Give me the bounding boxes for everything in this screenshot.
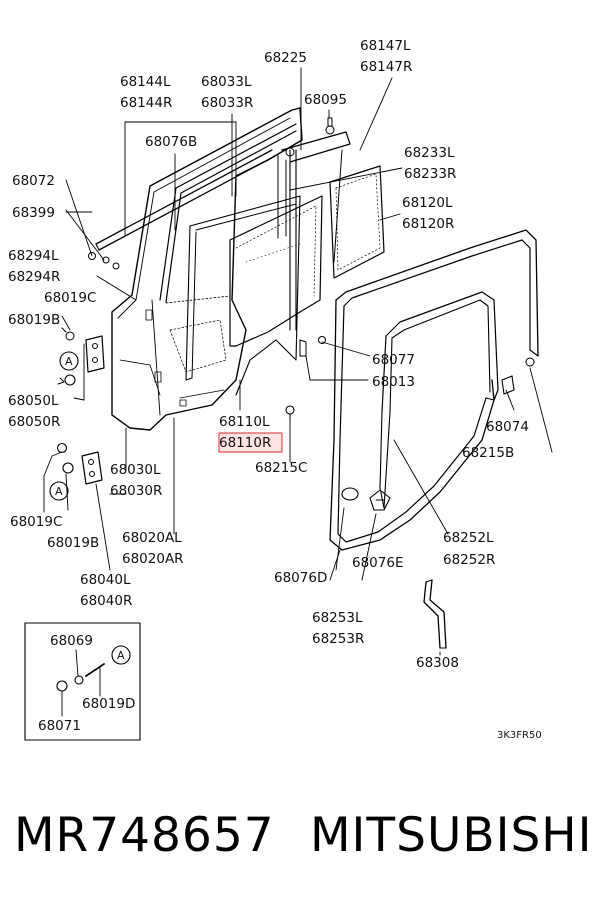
- label-68019b-top: 68019B: [8, 312, 60, 328]
- label-68294r: 68294R: [8, 269, 60, 285]
- label-68233l: 68233L: [404, 145, 455, 161]
- label-68072: 68072: [12, 173, 55, 189]
- run-channel: [277, 117, 351, 263]
- part-labels: 68225 68147L 68147R 68144L 68144R 68033L…: [8, 38, 542, 741]
- label-68110l: 68110L: [219, 414, 270, 430]
- label-68252l: 68252L: [443, 530, 494, 546]
- label-68253l: 68253L: [312, 610, 363, 626]
- label-68144r: 68144R: [120, 95, 172, 111]
- label-68399: 68399: [12, 205, 55, 221]
- upper-hinge: [57, 327, 105, 386]
- label-68050l: 68050L: [8, 393, 59, 409]
- circle-a-label-1: A: [65, 355, 73, 368]
- label-68233r: 68233R: [404, 166, 456, 182]
- label-68040l: 68040L: [80, 572, 131, 588]
- reference-circles: [49, 351, 131, 665]
- diagram-code: 3K3FR50: [497, 730, 542, 741]
- label-68215c: 68215C: [255, 460, 307, 476]
- label-68033r: 68033R: [201, 95, 253, 111]
- door-weatherstrip: [379, 291, 499, 509]
- label-68019c-bottom: 68019C: [10, 514, 62, 530]
- belt-moulding: [95, 149, 276, 251]
- label-68019c-top: 68019C: [44, 290, 96, 306]
- label-68308: 68308: [416, 655, 459, 671]
- lower-hinge: [56, 442, 103, 485]
- label-68215b: 68215B: [462, 445, 514, 461]
- label-68040r: 68040R: [80, 593, 132, 609]
- parts-diagram: 68225 68147L 68147R 68144L 68144R 68033L…: [8, 38, 553, 741]
- label-68076e: 68076E: [352, 555, 403, 571]
- label-68033l: 68033L: [201, 74, 252, 90]
- opening-weatherstrip: [329, 229, 539, 551]
- label-68050r: 68050R: [8, 414, 60, 430]
- circle-a-label-3: A: [117, 649, 125, 662]
- label-68147l: 68147L: [360, 38, 411, 54]
- label-68144l: 68144L: [120, 74, 171, 90]
- quarter-glass: [329, 165, 385, 279]
- brand-name: MITSUBISHI: [310, 808, 593, 863]
- label-68020ar: 68020AR: [122, 551, 184, 567]
- circle-a-label-2: A: [55, 485, 63, 498]
- label-68120l: 68120L: [402, 195, 453, 211]
- door-panel: [111, 107, 303, 431]
- window-frame: [159, 123, 301, 396]
- label-68020al: 68020AL: [122, 530, 182, 546]
- label-68071: 68071: [38, 718, 81, 734]
- label-68095: 68095: [304, 92, 347, 108]
- label-68294l: 68294L: [8, 248, 59, 264]
- inset-box: [24, 622, 141, 741]
- part-number: MR748657: [14, 808, 275, 863]
- label-68074: 68074: [486, 419, 529, 435]
- leader-lines: [43, 67, 553, 656]
- label-68076b: 68076B: [145, 134, 197, 150]
- label-68030r: 68030R: [110, 483, 162, 499]
- label-68069: 68069: [50, 633, 93, 649]
- label-68077: 68077: [372, 352, 415, 368]
- seal-68308: [423, 579, 447, 649]
- label-68120r: 68120R: [402, 216, 454, 232]
- label-68147r: 68147R: [360, 59, 412, 75]
- label-68019b-bottom: 68019B: [47, 535, 99, 551]
- label-68225: 68225: [264, 50, 307, 66]
- door-glass: [229, 195, 323, 347]
- label-68030l: 68030L: [110, 462, 161, 478]
- footer: MR748657 MITSUBISHI: [0, 800, 600, 880]
- fasteners: [88, 252, 535, 511]
- label-68013: 68013: [372, 374, 415, 390]
- label-68253r: 68253R: [312, 631, 364, 647]
- label-68019d: 68019D: [82, 696, 135, 712]
- label-68110r: 68110R: [219, 435, 271, 451]
- highlight-box: [218, 432, 283, 453]
- label-68076d: 68076D: [274, 570, 327, 586]
- label-68252r: 68252R: [443, 552, 495, 568]
